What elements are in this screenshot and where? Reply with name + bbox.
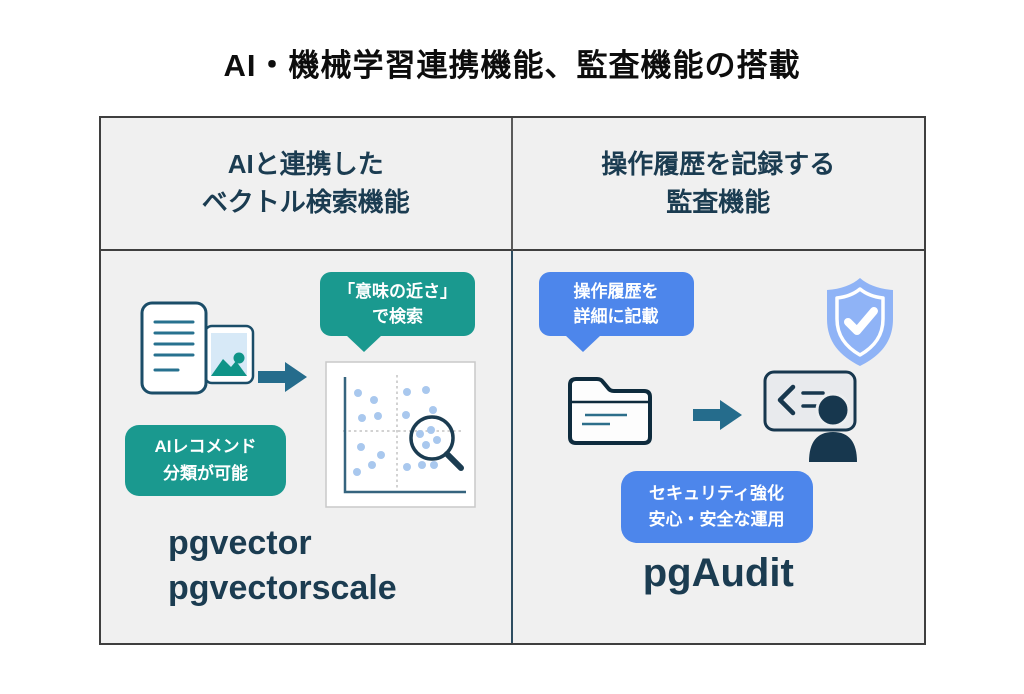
body-cell-audit: 操作履歴を 詳細に記載 bbox=[512, 251, 924, 643]
document-image-icon bbox=[140, 301, 255, 395]
operation-history-bubble: 操作履歴を 詳細に記載 bbox=[538, 272, 694, 352]
shield-check-icon bbox=[826, 278, 893, 366]
feature-table: AIと連携した ベクトル検索機能 操作履歴を記録する 監査機能 bbox=[99, 116, 926, 645]
magnifier-icon bbox=[409, 415, 464, 471]
header-cell-vector-search: AIと連携した ベクトル検索機能 bbox=[101, 118, 513, 251]
product-pgvector: pgvector bbox=[168, 524, 312, 562]
right-header-text: 操作履歴を記録する 監査機能 bbox=[601, 148, 836, 217]
page-title: AI・機械学習連携機能、監査機能の搭載 bbox=[223, 48, 801, 83]
left-header-text: AIと連携した ベクトル検索機能 bbox=[201, 148, 410, 217]
arrow-right-icon bbox=[258, 362, 307, 392]
scatter-dots bbox=[353, 386, 441, 476]
header-cell-audit: 操作履歴を記録する 監査機能 bbox=[512, 118, 924, 251]
monitor-user-icon bbox=[763, 370, 857, 462]
arrow-right-icon bbox=[692, 400, 742, 430]
semantic-search-bubble: 「意味の近さ」 で検索 bbox=[320, 272, 475, 352]
product-pgaudit: pgAudit bbox=[642, 551, 794, 595]
scatter-plot-icon bbox=[325, 361, 476, 508]
product-pgvectorscale: pgvectorscale bbox=[168, 568, 397, 607]
ai-recommend-badge: AIレコメンド 分類が可能 bbox=[125, 425, 286, 496]
body-cell-vector-search: 「意味の近さ」 で検索 bbox=[101, 251, 513, 643]
security-badge: セキュリティ強化 安心・安全な運用 bbox=[620, 471, 813, 543]
left-product-names: pgvector pgvectorscale bbox=[168, 521, 397, 611]
folder-icon bbox=[567, 377, 652, 445]
